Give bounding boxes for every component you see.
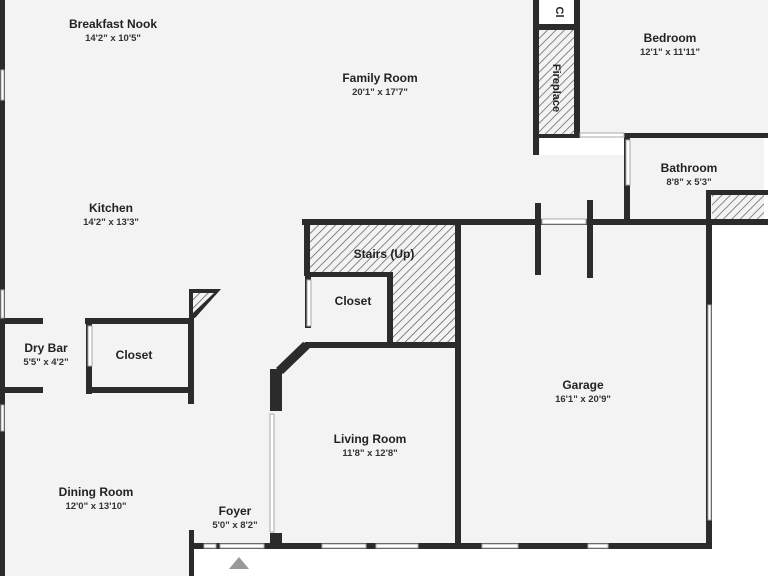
bedroom-dims: 12'1" x 11'11" (640, 47, 700, 58)
bedroom-name: Bedroom (644, 31, 697, 45)
dining-room-name: Dining Room (59, 485, 134, 499)
bathroom-name: Bathroom (661, 161, 718, 175)
fireplace-label: Fireplace (550, 64, 562, 112)
bath-tub-hatch (712, 193, 764, 221)
stairs-name: Stairs (Up) (354, 247, 415, 261)
windows (0, 69, 712, 549)
dry-bar-name: Dry Bar (24, 341, 68, 355)
foyer-dims: 5'0" x 8'2" (212, 520, 257, 531)
living-room-dims: 11'8" x 12'8" (342, 448, 397, 459)
garage-dims: 16'1" x 20'9" (555, 394, 611, 405)
entry-arrow-icon (229, 557, 249, 569)
dining-room-dims: 12'0" x 13'10" (65, 501, 126, 512)
bathroom-dims: 8'8" x 5'3" (666, 177, 711, 188)
kitchen-dims: 14'2" x 13'3" (83, 217, 139, 228)
family-room-name: Family Room (342, 71, 417, 85)
family-room-dims: 20'1" x 17'7" (352, 87, 408, 98)
closet-top-label: Cl (553, 7, 565, 18)
stairs-hatch (308, 224, 458, 346)
garage-name: Garage (562, 378, 604, 392)
bedroom-floor (578, 0, 768, 135)
fireplace-hatch (538, 30, 576, 138)
foyer-name: Foyer (219, 504, 252, 518)
closet-stairs-name: Closet (335, 294, 372, 308)
dry-bar-dims: 5'5" x 4'2" (23, 357, 68, 368)
breakfast-nook-dims: 14'2" x 10'5" (85, 33, 141, 44)
kitchen-name: Kitchen (89, 201, 133, 215)
living-room-name: Living Room (334, 432, 407, 446)
breakfast-nook-name: Breakfast Nook (69, 17, 157, 31)
floor-area (0, 0, 710, 576)
closet-left-name: Closet (116, 348, 153, 362)
